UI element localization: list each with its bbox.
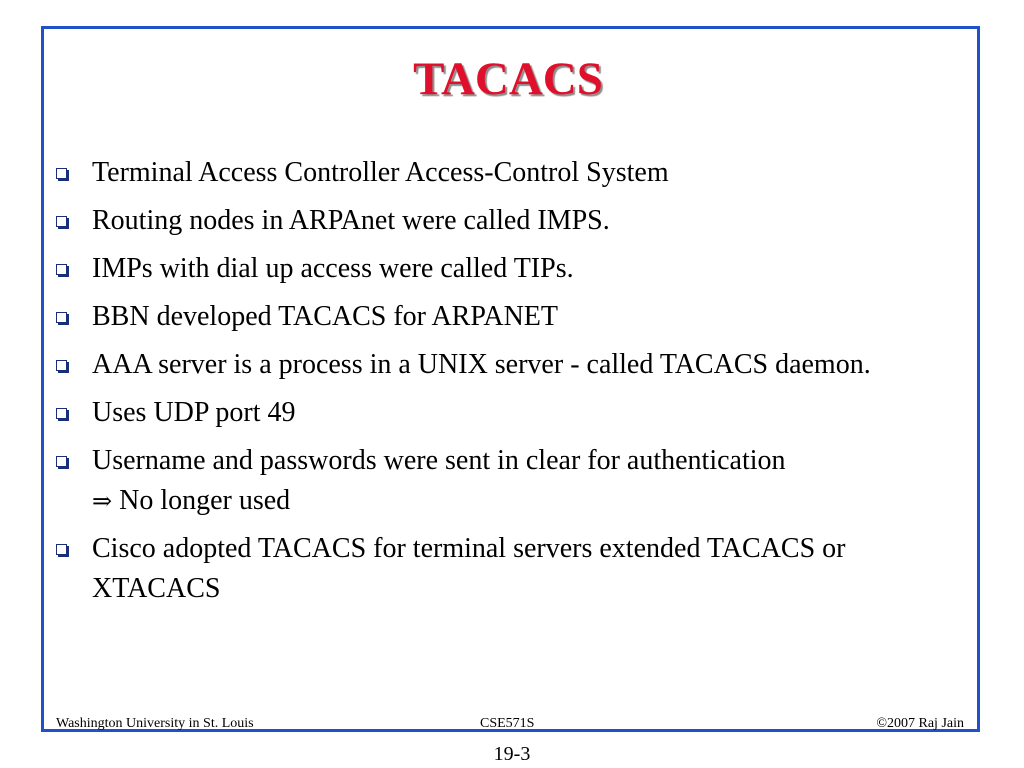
bullet-item: BBN developed TACACS for ARPANET <box>56 297 956 337</box>
slide-title: TACACS <box>413 53 603 105</box>
square-bullet-icon <box>56 544 67 555</box>
bullet-item: Cisco adopted TACACS for terminal server… <box>56 529 956 609</box>
bullet-item: Uses UDP port 49 <box>56 393 956 433</box>
bullet-text: AAA server is a process in a UNIX server… <box>92 349 871 380</box>
bullet-text: IMPs with dial up access were called TIP… <box>92 253 574 284</box>
bullet-text: BBN developed TACACS for ARPANET <box>92 301 559 332</box>
bullet-continuation-text: No longer used <box>112 485 291 516</box>
square-bullet-icon <box>56 312 67 323</box>
bullet-text: Terminal Access Controller Access-Contro… <box>92 157 669 188</box>
footer-course: CSE571S <box>480 716 535 731</box>
square-bullet-icon <box>56 168 67 179</box>
bullet-text: Username and passwords were sent in clea… <box>92 441 956 521</box>
bullet-text: Cisco adopted TACACS for terminal server… <box>92 533 846 604</box>
double-right-arrow-icon: ⇒ <box>92 487 113 515</box>
bullet-item: AAA server is a process in a UNIX server… <box>56 345 956 385</box>
slide-frame <box>41 26 980 732</box>
bullet-item: Routing nodes in ARPAnet were called IMP… <box>56 201 956 241</box>
square-bullet-icon <box>56 264 67 275</box>
bullet-main-text: Username and passwords were sent in clea… <box>92 445 786 476</box>
bullet-list: Terminal Access Controller Access-Contro… <box>56 153 956 617</box>
square-bullet-icon <box>56 408 67 419</box>
bullet-item: Terminal Access Controller Access-Contro… <box>56 153 956 193</box>
bullet-item: Username and passwords were sent in clea… <box>56 441 956 521</box>
footer-copyright: ©2007 Raj Jain <box>876 716 964 731</box>
footer-institution: Washington University in St. Louis <box>56 716 254 731</box>
page-number: 19-3 <box>493 743 531 765</box>
bullet-item: IMPs with dial up access were called TIP… <box>56 249 956 289</box>
square-bullet-icon <box>56 360 67 371</box>
bullet-text: Uses UDP port 49 <box>92 397 296 428</box>
bullet-text: Routing nodes in ARPAnet were called IMP… <box>92 205 610 236</box>
square-bullet-icon <box>56 216 67 227</box>
square-bullet-icon <box>56 456 67 467</box>
